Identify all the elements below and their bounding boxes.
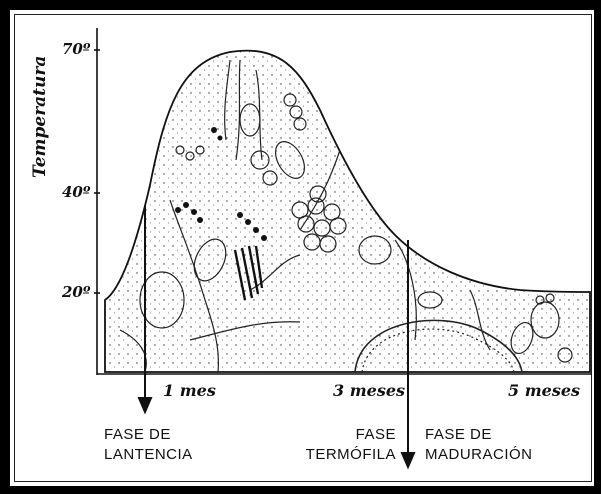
phase-latency-line2: LANTENCIA: [104, 445, 193, 465]
arrow-latency-head: [139, 398, 151, 412]
y-tick-label-40: 40º: [62, 183, 90, 201]
y-tick-label-20: 20º: [62, 283, 90, 301]
y-tick-label-70: 70º: [62, 40, 90, 58]
phase-latency-line1: FASE DE: [104, 425, 193, 445]
microorganism-mound: [105, 51, 590, 372]
phase-label-maturation: FASE DE MADURACIÓN: [425, 425, 533, 465]
phase-thermophilic-line1: FASE: [286, 425, 396, 445]
x-tick-label-3-meses: 3 meses: [333, 381, 405, 400]
y-axis-label: Temperatura: [30, 56, 50, 178]
x-tick-label-5-meses: 5 meses: [508, 381, 580, 400]
arrow-thermophilic-head: [402, 453, 414, 467]
x-tick-label-1-mes: 1 mes: [163, 381, 216, 400]
phase-label-latency: FASE DE LANTENCIA: [104, 425, 193, 465]
phase-thermophilic-line2: TERMÓFILA: [286, 445, 396, 465]
phase-label-thermophilic: FASE TERMÓFILA: [286, 425, 396, 465]
phase-maturation-line2: MADURACIÓN: [425, 445, 533, 465]
phase-maturation-line1: FASE DE: [425, 425, 533, 445]
